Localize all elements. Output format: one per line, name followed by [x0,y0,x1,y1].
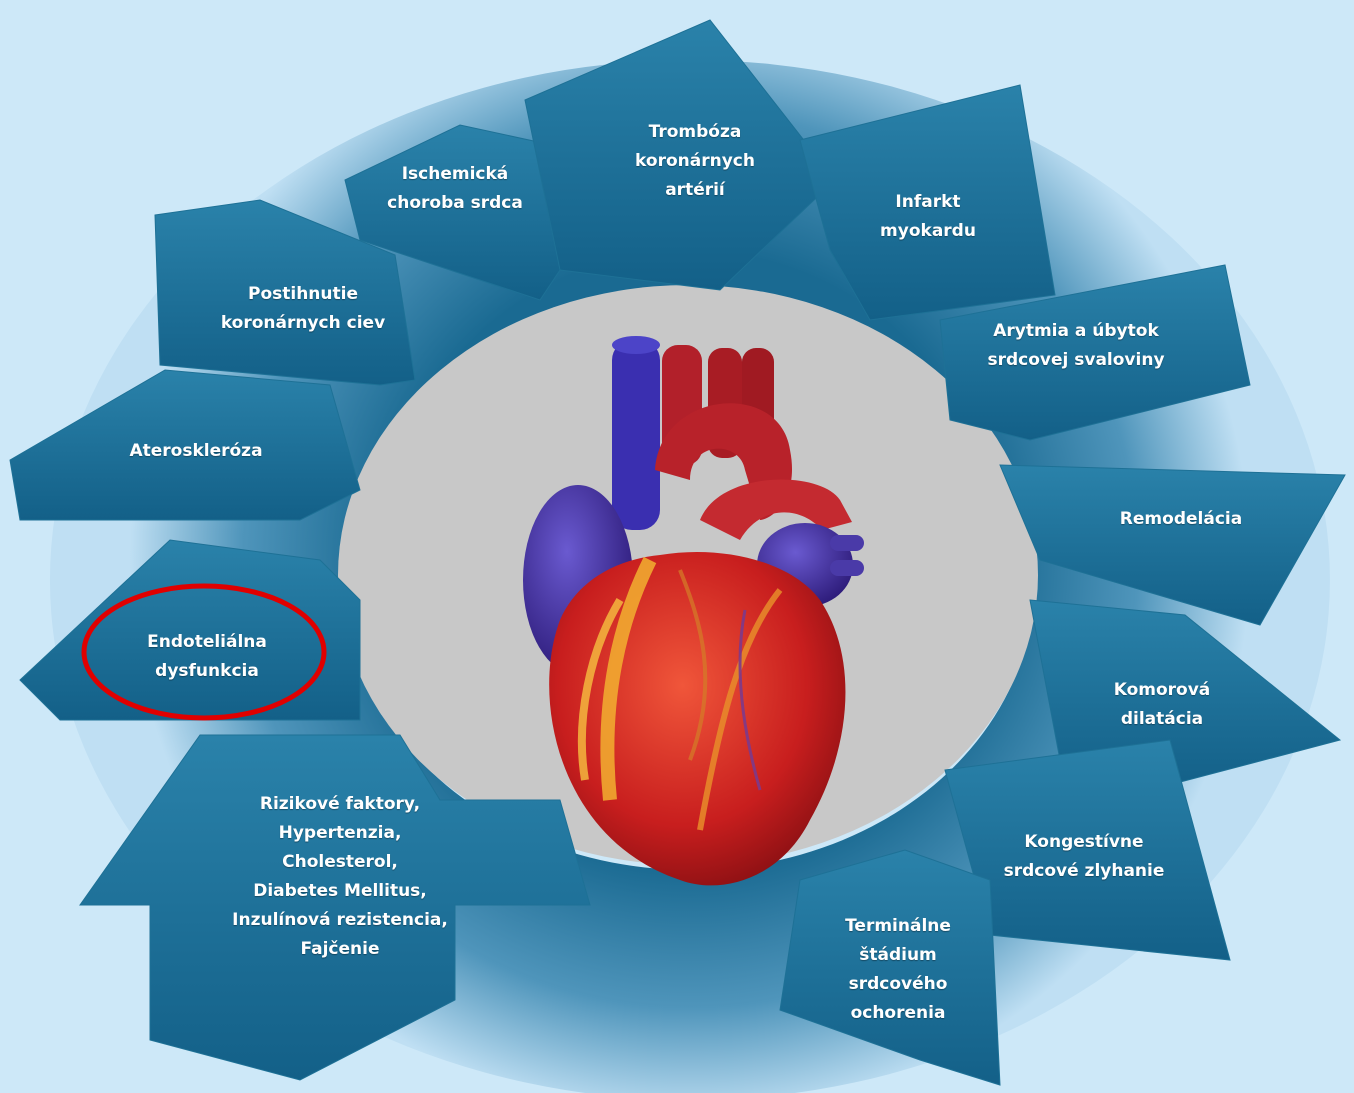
stage-label-line: choroba srdca [387,189,523,218]
stage-label-line: Komorová [1114,676,1211,705]
stage-label-line: Rizikové faktory, [232,790,448,819]
stage-label-line: Inzulínová rezistencia, [232,906,448,935]
stage-label-line: Ateroskleróza [129,437,262,466]
stage-label-line: ochorenia [845,999,951,1028]
stage-label-line: Postihnutie [221,280,385,309]
stage-label-line: koronárnych ciev [221,309,385,338]
stage-label-line: Kongestívne [1004,828,1165,857]
stage-label-line: Endoteliálna [147,628,267,657]
stage-label-atherosclerosis: Ateroskleróza [129,437,262,466]
stage-label-line: Ischemická [387,160,523,189]
stage-label-line: artérií [635,176,755,205]
stage-label-line: srdcovej svaloviny [987,346,1164,375]
stage-label-line: myokardu [880,217,976,246]
stage-label-line: Hypertenzia, [232,819,448,848]
stage-label-line: Fajčenie [232,935,448,964]
stage-label-line: Trombóza [635,118,755,147]
stage-label-line: Cholesterol, [232,848,448,877]
stage-label-line: štádium [845,941,951,970]
stage-label-line: dysfunkcia [147,657,267,686]
stage-label-line: Diabetes Mellitus, [232,877,448,906]
stage-label-line: srdcového [845,970,951,999]
stage-label-risk-factors: Rizikové faktory,Hypertenzia,Cholesterol… [232,790,448,964]
stage-label-line: dilatácia [1114,705,1211,734]
stage-label-line: Terminálne [845,912,951,941]
stage-label-line: srdcové zlyhanie [1004,857,1165,886]
stage-label-remodeling: Remodelácia [1120,505,1242,534]
stage-label-line: Infarkt [880,188,976,217]
stage-label-line: Remodelácia [1120,505,1242,534]
stage-label-line: Arytmia a úbytok [987,317,1164,346]
stage-label-line: koronárnych [635,147,755,176]
